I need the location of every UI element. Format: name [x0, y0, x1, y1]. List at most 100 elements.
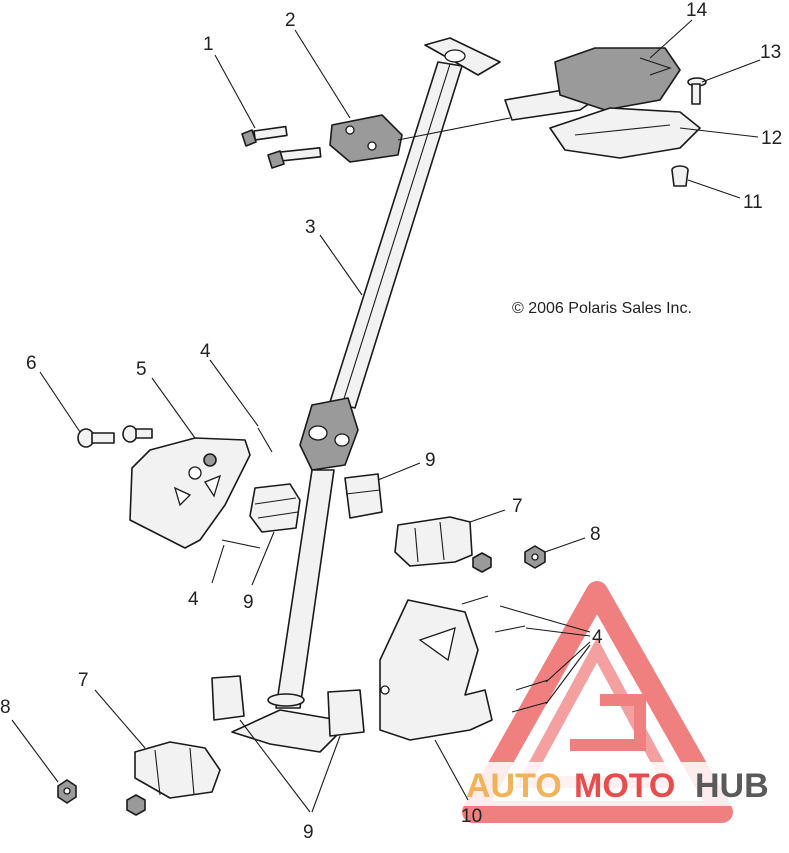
bushing-9c	[211, 675, 245, 721]
watermark-text-hub: HUB	[695, 767, 769, 805]
bolt-2-head	[267, 150, 285, 169]
grommet-body	[671, 169, 689, 187]
part-2-clamp	[329, 114, 511, 163]
leader-4f	[545, 644, 591, 705]
clamp-7a	[394, 516, 473, 567]
leader-9d	[311, 735, 341, 813]
mount-bracket-cutout	[204, 474, 222, 498]
u-joint-body	[299, 397, 359, 471]
bolt-6b-shank	[135, 428, 153, 439]
leader-1	[214, 54, 256, 129]
clamp-hole-1	[345, 125, 355, 135]
mount-bracket-nut	[203, 453, 217, 467]
leader-8b	[11, 719, 59, 783]
nut-8b	[472, 552, 492, 573]
pin-4f	[511, 701, 549, 713]
part-8-nuts	[57, 545, 546, 816]
lower-shaft-tube	[275, 469, 335, 709]
bushing-9b	[344, 473, 383, 519]
watermark-text-moto: MOTO	[574, 767, 675, 805]
lower-bracket-plate	[379, 599, 493, 741]
leader-12	[679, 127, 759, 138]
callout-7-upper: 7	[512, 496, 523, 517]
pin-4c	[461, 595, 489, 605]
mount-bracket-cutout-2	[173, 486, 192, 507]
mount-bracket-plate	[129, 437, 251, 549]
lower-steering-shaft	[231, 469, 351, 753]
callout-11: 11	[743, 192, 763, 213]
clamp-bolt-line	[397, 117, 511, 141]
callout-13: 13	[760, 42, 781, 63]
bolt-1-shank	[253, 125, 288, 141]
callout-14: 14	[686, 0, 708, 21]
leader-4a	[209, 359, 259, 427]
part-5-mount-bracket	[129, 437, 251, 549]
bolt-6a-shank	[91, 432, 115, 444]
upper-flange-hole	[444, 49, 466, 63]
callout-3: 3	[305, 217, 316, 238]
part-4-pins	[221, 427, 549, 713]
copyright-notice: © 2006 Polaris Sales Inc.	[512, 300, 692, 317]
callout-10: 10	[461, 806, 482, 827]
clamp-hole-2	[367, 141, 377, 151]
leader-9c	[239, 719, 311, 813]
leader-7b	[94, 689, 146, 749]
callout-12: 12	[761, 128, 782, 149]
pin-4e	[515, 679, 549, 691]
universal-joint	[299, 397, 359, 471]
lower-shaft-collar	[267, 693, 305, 707]
bushing-9a-ribs	[254, 497, 299, 519]
clamp-7b	[134, 741, 221, 799]
leader-11	[687, 179, 741, 199]
watermark-text-backdrop	[458, 762, 789, 806]
callout-9-upper: 9	[425, 450, 436, 471]
pin-4a	[257, 427, 273, 453]
clamp-block	[329, 114, 403, 163]
leader-4e	[545, 641, 591, 683]
upper-shaft-highlight	[341, 63, 451, 406]
part-10-lower-bracket	[379, 599, 493, 741]
leader-8a	[544, 537, 586, 553]
callout-5: 5	[136, 359, 147, 380]
part-12-edge	[574, 124, 671, 136]
bolt-6b-head	[122, 425, 138, 443]
callout-1: 1	[203, 34, 214, 55]
clamp-7a-edges	[414, 521, 445, 563]
upper-steering-shaft	[329, 37, 501, 409]
leader-4b	[211, 544, 225, 584]
bolt-1-head	[241, 129, 257, 147]
part-6-bolts	[77, 425, 153, 448]
leader-3	[319, 234, 363, 296]
watermark-triangle-outer	[462, 581, 733, 823]
lower-shaft-base-plate	[231, 709, 351, 753]
leader-4c	[499, 605, 591, 633]
callout-4-right: 4	[592, 627, 603, 648]
leader-4d	[525, 627, 591, 637]
part-12-lower-bracket	[549, 107, 701, 159]
part-13-screw	[687, 77, 707, 105]
bushing-9d	[327, 689, 365, 737]
pin-4b	[221, 539, 261, 549]
part-9-bushings	[211, 473, 383, 737]
callout-6: 6	[26, 353, 37, 374]
part-11-grommet	[671, 165, 689, 187]
pin-4d	[494, 625, 526, 633]
nut-8a-hole	[531, 553, 539, 561]
watermark-text-auto: AUTO	[466, 767, 562, 805]
part-12-14-tilt-housing	[504, 47, 701, 159]
part-14-cover	[554, 47, 681, 111]
leader-13	[701, 59, 761, 83]
callout-2: 2	[285, 10, 296, 31]
leader-lines	[11, 19, 761, 813]
bushing-9a	[249, 483, 301, 533]
leader-2	[294, 29, 351, 119]
lower-bracket-cutout	[418, 627, 456, 662]
lower-bracket-hole	[380, 685, 390, 695]
leader-9b	[251, 531, 275, 586]
screw-shank	[691, 83, 701, 105]
part-1-bolts	[241, 125, 322, 169]
leader-7a	[469, 509, 506, 523]
callout-8-lower: 8	[0, 697, 11, 718]
